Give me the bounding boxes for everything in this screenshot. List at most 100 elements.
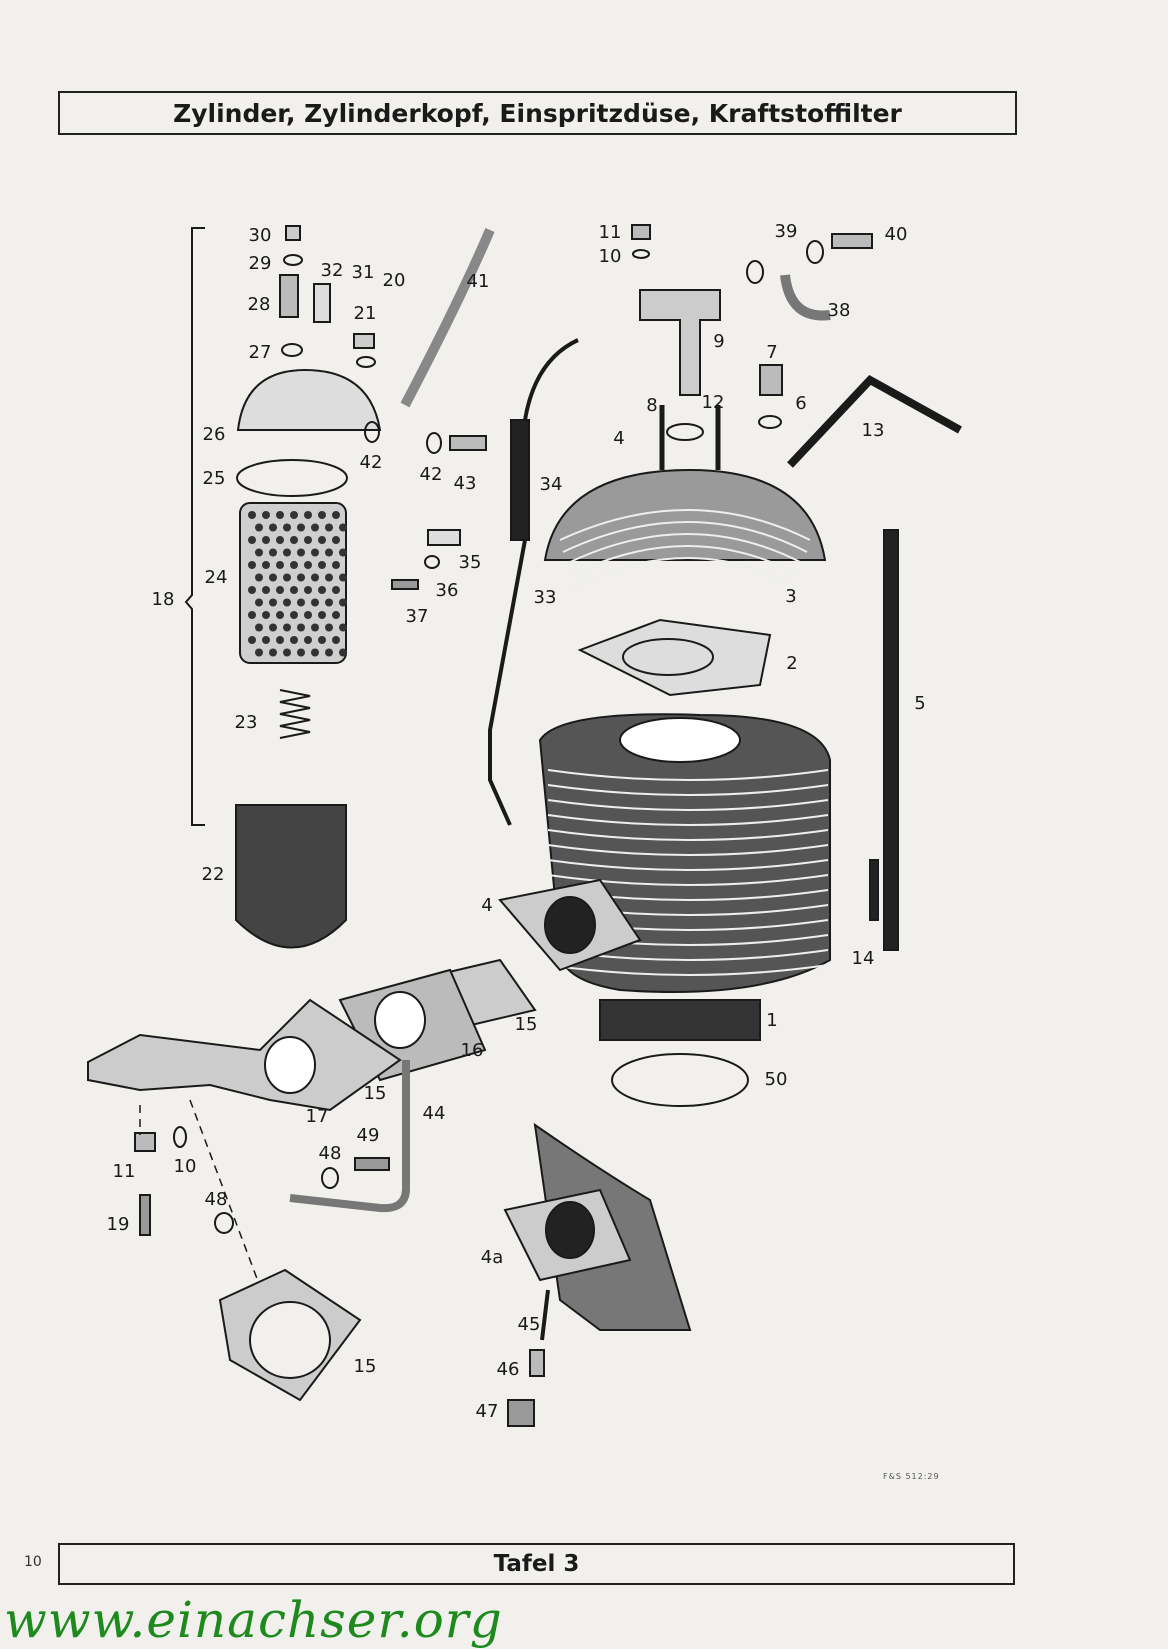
filter-hole bbox=[297, 548, 305, 557]
part-label: 33 bbox=[533, 587, 557, 608]
cylinder-head-3 bbox=[543, 468, 827, 561]
filter-hole bbox=[297, 523, 305, 532]
filter-hole bbox=[262, 561, 270, 569]
filter-hole bbox=[318, 536, 326, 544]
head-fin bbox=[565, 533, 805, 565]
filter-hole bbox=[248, 586, 256, 594]
filter-hole bbox=[290, 536, 298, 544]
filter-hole bbox=[262, 536, 270, 544]
filter-hole bbox=[283, 648, 291, 657]
cylinder-fin bbox=[547, 844, 829, 856]
part-label: 13 bbox=[861, 420, 885, 441]
part-label: 47 bbox=[475, 1401, 499, 1422]
part-label: 2 bbox=[786, 653, 798, 674]
filter-hole bbox=[283, 623, 291, 632]
part-label: 42 bbox=[419, 464, 443, 485]
part-label: 11 bbox=[598, 222, 622, 243]
banjo-bolt-43 bbox=[449, 435, 487, 451]
head-fin bbox=[559, 509, 811, 541]
part-label: 22 bbox=[201, 864, 225, 885]
filter-bowl-22 bbox=[235, 804, 347, 949]
part-label: 19 bbox=[106, 1214, 130, 1235]
gasket-bore bbox=[622, 638, 714, 676]
filter-hole bbox=[339, 598, 347, 607]
filter-hole bbox=[276, 561, 284, 569]
washer-29 bbox=[283, 254, 303, 266]
filter-hole bbox=[297, 598, 305, 607]
filter-hole bbox=[262, 511, 270, 519]
part-label: 4a bbox=[480, 1247, 504, 1268]
filter-hole bbox=[332, 561, 340, 569]
washer-27 bbox=[281, 343, 303, 357]
part-label: 39 bbox=[774, 221, 798, 242]
filter-hole bbox=[276, 611, 284, 619]
filter-hole bbox=[311, 598, 319, 607]
filter-hole bbox=[269, 598, 277, 607]
part-label: 8 bbox=[646, 395, 658, 416]
drawing-code: F&S 512:29 bbox=[883, 1472, 940, 1481]
part-label: 10 bbox=[598, 246, 622, 267]
filter-hole bbox=[339, 623, 347, 632]
washer-36 bbox=[424, 555, 440, 569]
washer-6 bbox=[758, 415, 782, 429]
cylinder-bore bbox=[619, 717, 741, 763]
filter-hole bbox=[325, 523, 333, 532]
filter-hole bbox=[248, 611, 256, 619]
part-label: 15 bbox=[353, 1356, 377, 1377]
filter-hole bbox=[325, 598, 333, 607]
flange-4-bore bbox=[544, 896, 596, 954]
stud-14 bbox=[869, 859, 879, 921]
part-label: 15 bbox=[363, 1083, 387, 1104]
filter-hole bbox=[262, 586, 270, 594]
part-label: 1 bbox=[766, 1010, 778, 1031]
fuel-line-41 bbox=[400, 228, 495, 408]
filter-hole bbox=[339, 573, 347, 582]
filter-hole bbox=[248, 636, 256, 644]
cylinder-fin bbox=[547, 799, 829, 811]
part-label: 20 bbox=[382, 270, 406, 291]
washer-48b bbox=[321, 1167, 339, 1189]
washer-42b bbox=[426, 432, 442, 454]
washer-20 bbox=[356, 356, 376, 368]
tool-13 bbox=[787, 374, 962, 468]
spring-23 bbox=[279, 689, 311, 739]
filter-hole bbox=[276, 586, 284, 594]
filter-hole bbox=[255, 623, 263, 632]
part-label: 25 bbox=[202, 468, 226, 489]
nut-21 bbox=[353, 333, 375, 349]
part-label: 41 bbox=[466, 271, 490, 292]
watermark: www.einachser.org bbox=[4, 1591, 503, 1649]
filter-hole bbox=[269, 648, 277, 657]
washer-48 bbox=[214, 1212, 234, 1234]
filter-hole bbox=[304, 611, 312, 619]
nut-11b bbox=[134, 1132, 156, 1152]
head-fin bbox=[568, 545, 802, 577]
part-label: 29 bbox=[248, 253, 272, 274]
part-label: 30 bbox=[248, 225, 272, 246]
bolt-30 bbox=[285, 225, 301, 241]
bracket-bore bbox=[264, 1036, 316, 1094]
stay-bolt-5 bbox=[883, 529, 899, 951]
bracket-17 bbox=[87, 998, 402, 1112]
insulator-bore bbox=[374, 991, 426, 1049]
cylinder-fin bbox=[547, 784, 829, 796]
filter-hole bbox=[283, 598, 291, 607]
filter-hole bbox=[311, 648, 319, 657]
part-label: 4 bbox=[481, 895, 493, 916]
part-label: 49 bbox=[356, 1125, 380, 1146]
part-label: 44 bbox=[422, 1103, 446, 1124]
filter-hole bbox=[255, 523, 263, 532]
filter-head-26 bbox=[236, 368, 382, 431]
filter-hole bbox=[325, 648, 333, 657]
cylinder-fin bbox=[547, 859, 829, 871]
part-label: 9 bbox=[713, 331, 725, 352]
filter-hole bbox=[297, 573, 305, 582]
part-label: 18 bbox=[151, 589, 175, 610]
filter-hole bbox=[255, 573, 263, 582]
page-number: 10 bbox=[24, 1554, 42, 1570]
filter-hole bbox=[332, 511, 340, 519]
screw-37 bbox=[391, 579, 419, 590]
washer-8 bbox=[666, 423, 704, 441]
head-gasket-2 bbox=[577, 618, 772, 697]
